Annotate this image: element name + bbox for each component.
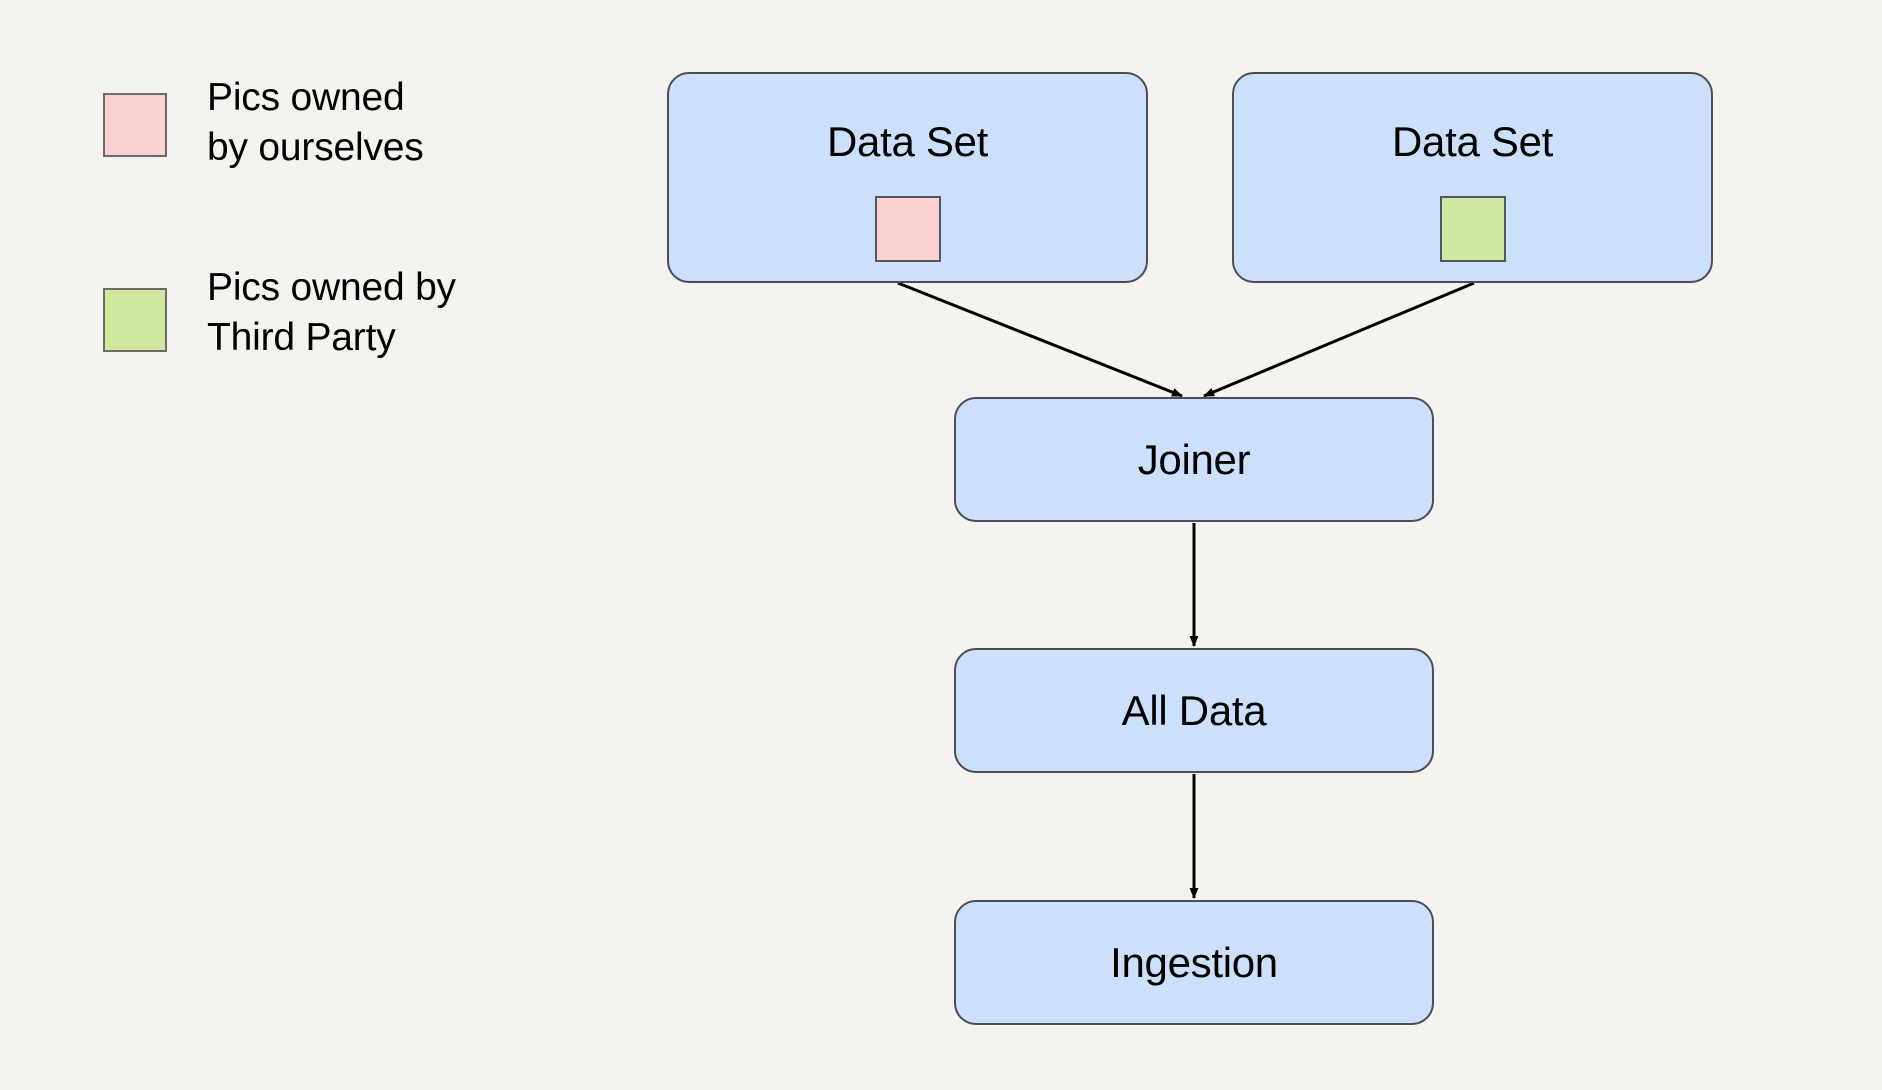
- legend-item-owned-by-third-party: Pics owned by Third Party: [103, 266, 456, 363]
- legend-label-owned-by-third-party: Pics owned by Third Party: [207, 266, 456, 359]
- legend-item-owned-by-ourselves: Pics owned by ourselves: [103, 76, 424, 173]
- node-joiner-label: Joiner: [1137, 435, 1251, 483]
- node-joiner[interactable]: Joiner: [954, 397, 1434, 522]
- node-dataset-left[interactable]: Data Set: [667, 72, 1148, 283]
- legend-label-owned-by-ourselves: Pics owned by ourselves: [207, 76, 424, 169]
- node-all-data-label: All Data: [1121, 686, 1267, 734]
- legend-swatch-owned-by-ourselves: [103, 93, 167, 157]
- node-dataset-right-label: Data Set: [1391, 118, 1554, 165]
- node-dataset-left-label: Data Set: [826, 118, 989, 165]
- edge-dataset-right-to-joiner: [1203, 281, 1475, 398]
- legend-swatch-owned-by-third-party: [103, 288, 167, 352]
- node-all-data[interactable]: All Data: [954, 648, 1434, 773]
- node-dataset-right[interactable]: Data Set: [1232, 72, 1713, 283]
- node-ingestion-label: Ingestion: [1110, 938, 1278, 986]
- edge-dataset-left-to-joiner: [897, 281, 1183, 398]
- node-dataset-left-ownership-swatch: [874, 196, 941, 262]
- node-dataset-right-ownership-swatch: [1439, 196, 1506, 262]
- node-ingestion[interactable]: Ingestion: [954, 900, 1434, 1025]
